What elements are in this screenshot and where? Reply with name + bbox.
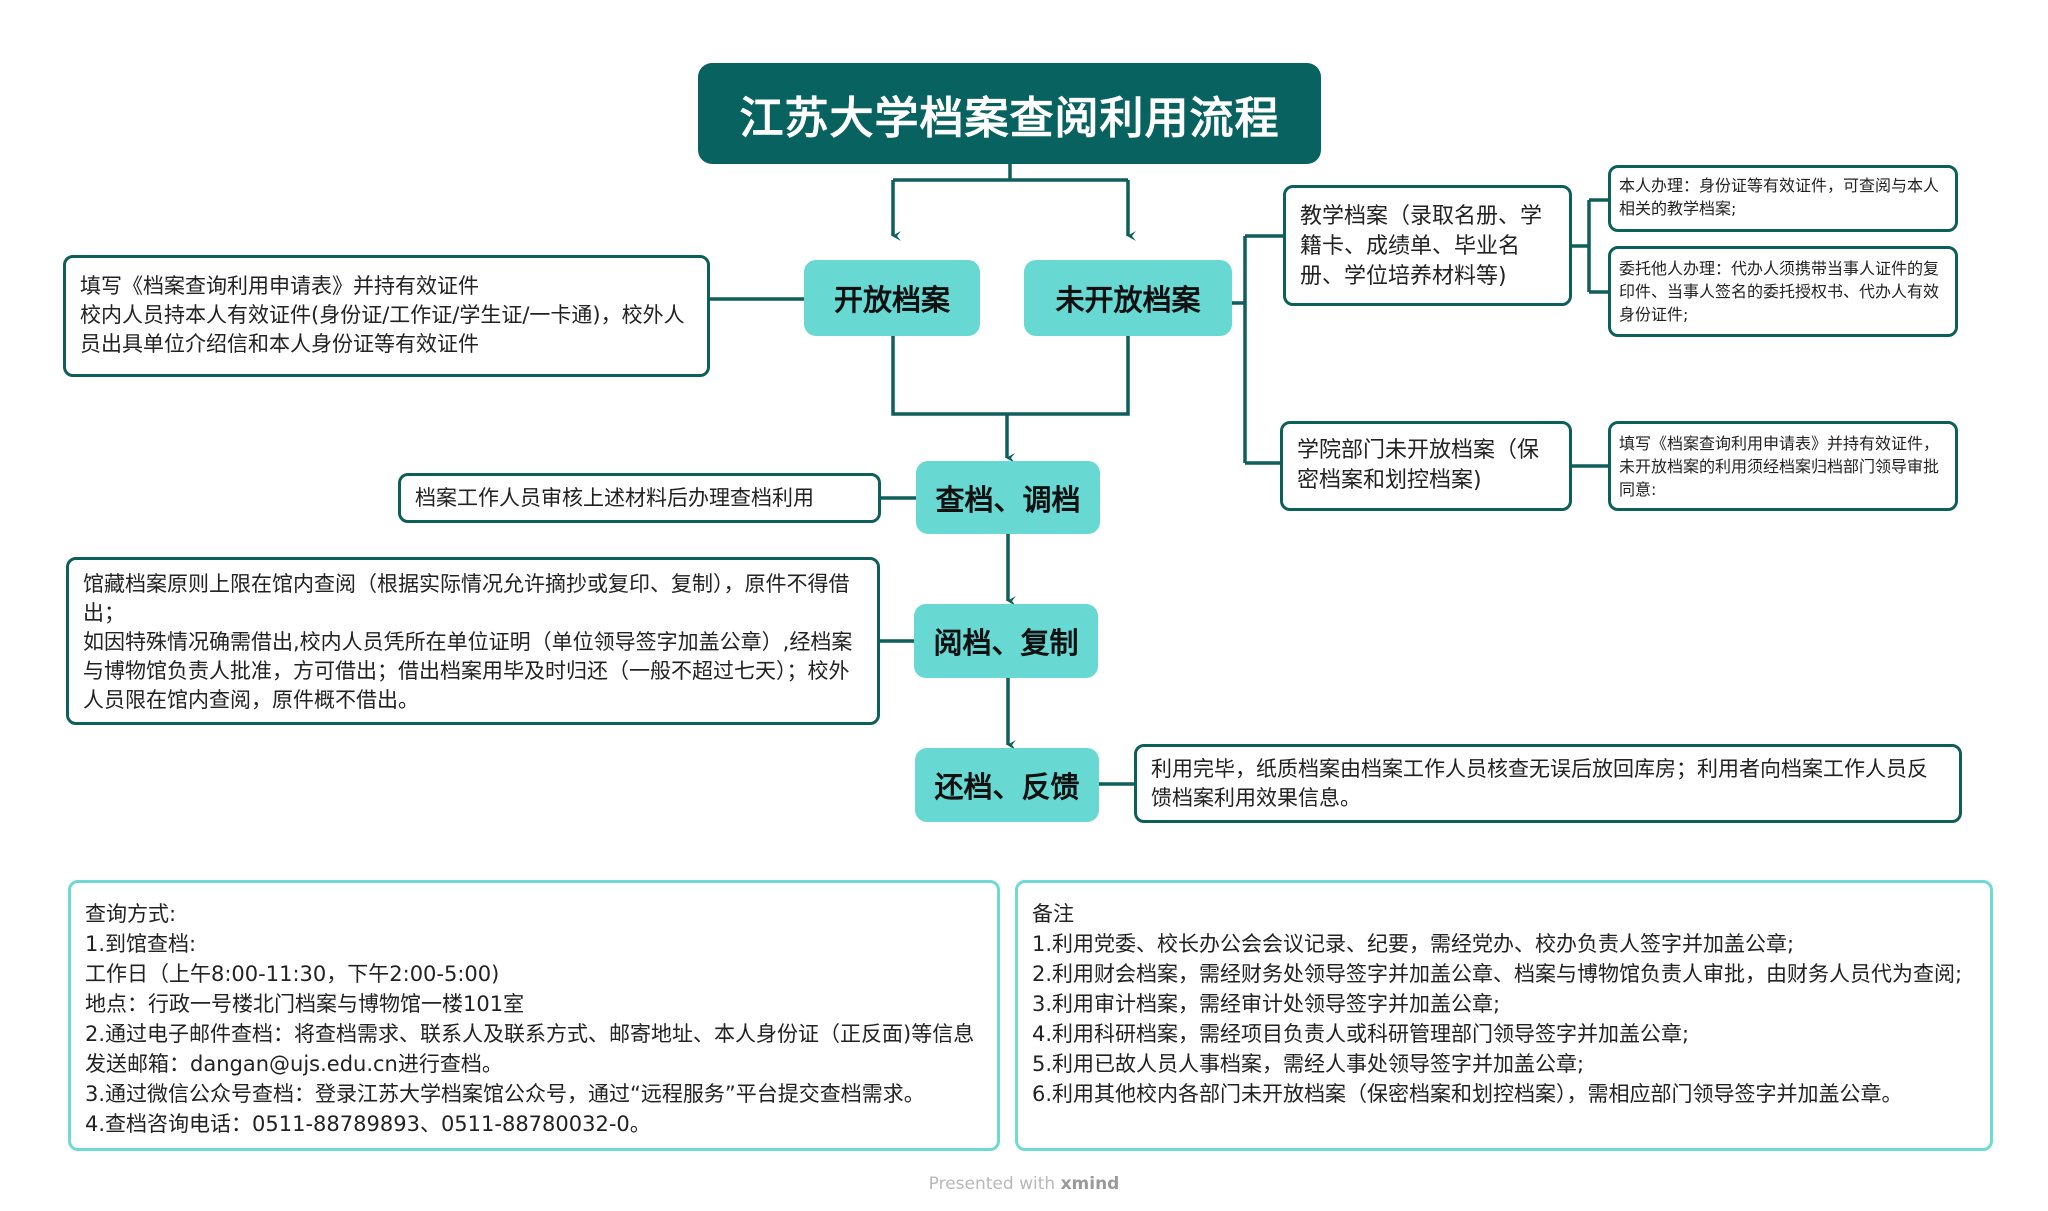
node-consult[interactable]: 查档、调档 [916,461,1100,534]
query-line: 4.查档咨询电话：0511-88789893、0511-88780032-0。 [85,1112,651,1136]
query-line: 工作日（上午8:00-11:30，下午2:00-5:00) [85,962,500,986]
query-line: 地点：行政一号楼北门档案与博物馆一楼101室 [85,992,525,1016]
page-title: 江苏大学档案查阅利用流程 [698,63,1321,164]
query-line: 1.到馆查档: [85,932,197,956]
query-line: 3.通过微信公众号查档：登录江苏大学档案馆公众号，通过“远程服务”平台提交查档需… [85,1082,925,1106]
teaching-archives-box: 教学档案（录取名册、学籍卡、成绩单、毕业名册、学位培养材料等) [1283,185,1572,306]
query-line: 2.通过电子邮件查档：将查档需求、联系人及联系方式、邮寄地址、本人身份证（正反面… [85,1022,975,1076]
open-requirements-box: 填写《档案查询利用申请表》并持有效证件 校内人员持本人有效证件(身份证/工作证/… [63,255,710,377]
teaching-proxy-box: 委托他人办理：代办人须携带当事人证件的复印件、当事人签名的委托授权书、代办人有效… [1608,246,1958,337]
xmind-logo[interactable]: xmind [1060,1174,1120,1194]
read-note-box: 馆藏档案原则上限在馆内查阅（根据实际情况允许摘抄或复印、复制），原件不得借出； … [66,557,880,725]
node-read-copy[interactable]: 阅档、复制 [914,604,1098,678]
remarks-heading: 备注 [1032,902,1074,926]
dept-requirements-box: 填写《档案查询利用申请表》并持有效证件，未开放档案的利用须经档案归档部门领导审批… [1608,421,1958,511]
remarks-line: 1.利用党委、校长办公会会议记录、纪要，需经党办、校办负责人签字并加盖公章; [1032,932,1795,956]
remarks-line: 3.利用审计档案，需经审计处领导签字并加盖公章; [1032,992,1501,1016]
node-open-archives[interactable]: 开放档案 [804,260,980,336]
remarks-line: 2.利用财会档案，需经财务处领导签字并加盖公章、档案与博物馆负责人审批，由财务人… [1032,962,1963,986]
node-unopened-archives[interactable]: 未开放档案 [1024,260,1232,336]
remarks-line: 4.利用科研档案，需经项目负责人或科研管理部门领导签字并加盖公章; [1032,1022,1690,1046]
teaching-self-box: 本人办理：身份证等有效证件，可查阅与本人相关的教学档案; [1608,165,1958,232]
remarks-line: 5.利用已故人员人事档案，需经人事处领导签字并加盖公章; [1032,1052,1585,1076]
return-note-box: 利用完毕，纸质档案由档案工作人员核查无误后放回库房；利用者向档案工作人员反馈档案… [1134,744,1962,823]
footer-prefix: Presented with [928,1174,1061,1194]
remarks-line: 6.利用其他校内各部门未开放档案（保密档案和划控档案），需相应部门领导签字并加盖… [1032,1082,1903,1106]
footer-credit: Presented with xmind [824,1174,1224,1194]
dept-unopened-box: 学院部门未开放档案（保密档案和划控档案) [1280,421,1572,511]
remarks-panel: 备注 1.利用党委、校长办公会会议记录、纪要，需经党办、校办负责人签字并加盖公章… [1015,880,1993,1151]
query-methods-panel: 查询方式: 1.到馆查档: 工作日（上午8:00-11:30，下午2:00-5:… [68,880,1000,1151]
node-return-feedback[interactable]: 还档、反馈 [915,748,1099,822]
query-heading: 查询方式: [85,902,177,926]
consult-note-box: 档案工作人员审核上述材料后办理查档利用 [398,473,881,523]
